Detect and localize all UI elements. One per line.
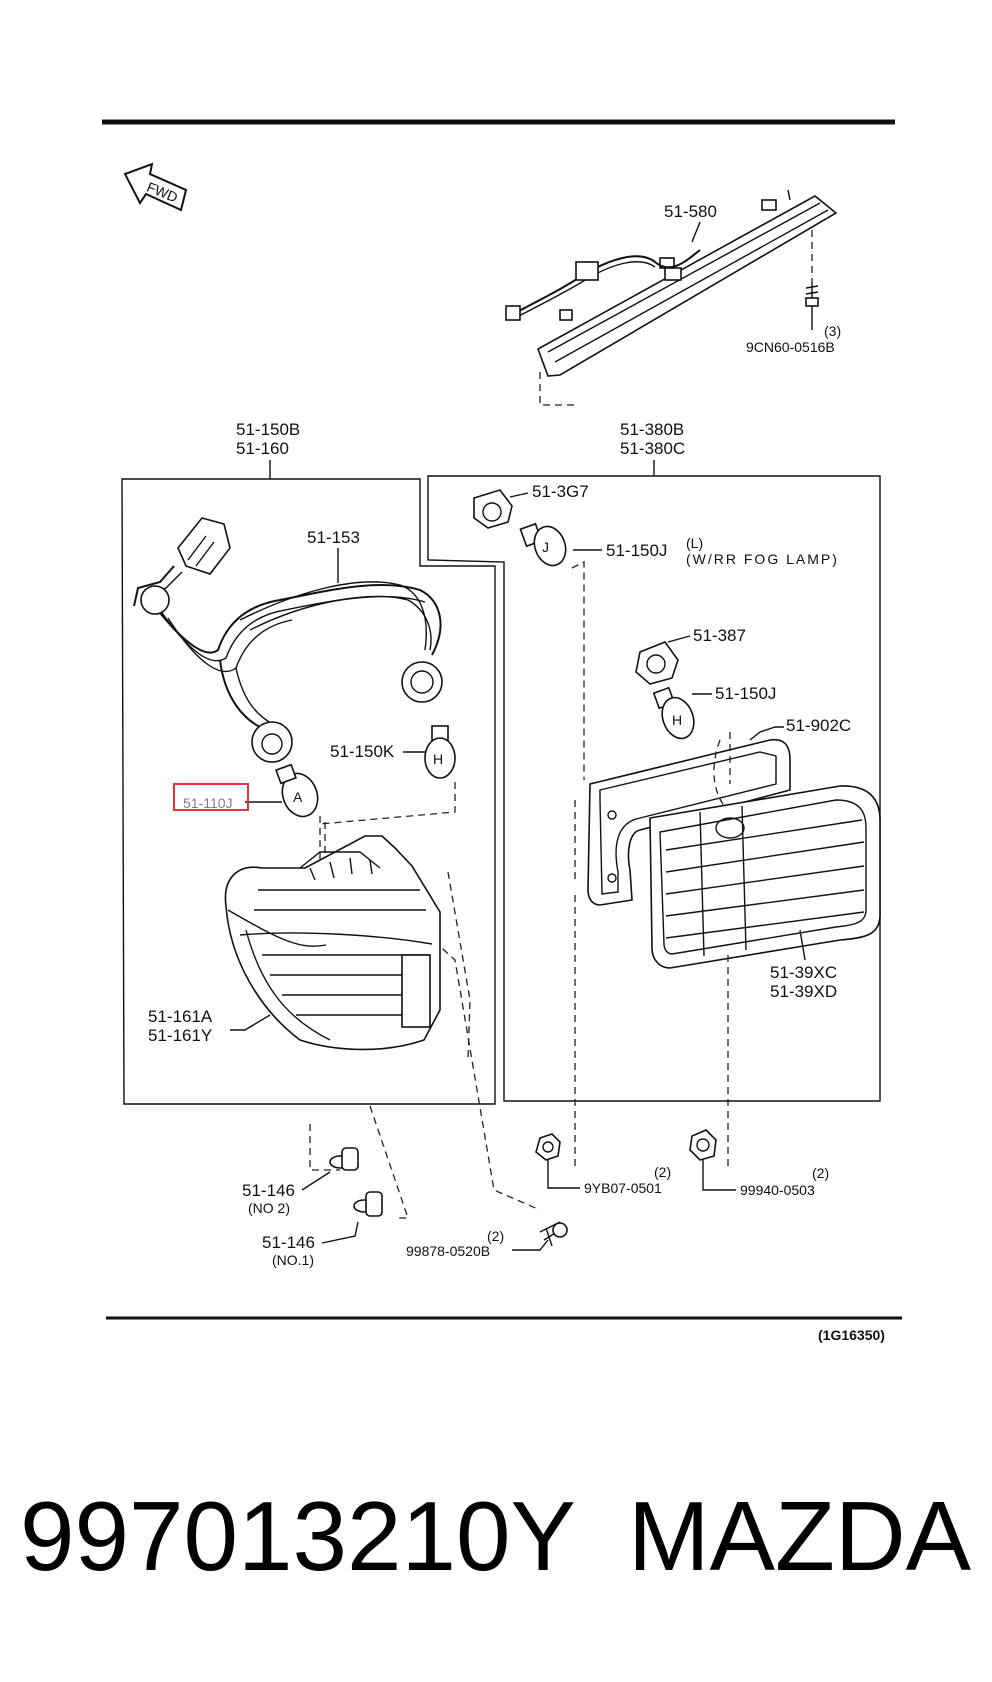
label-nut-left: 9YB07-0501 xyxy=(584,1180,662,1196)
bulb-fog-icon: J xyxy=(519,522,567,567)
grommet-no1-icon xyxy=(353,1191,383,1217)
harness-wires xyxy=(149,581,442,729)
label-screw-bottom-qty: (2) xyxy=(487,1228,504,1244)
label-grommet-2-note: (NO 2) xyxy=(248,1200,290,1216)
label-socket-g7: 51-3G7 xyxy=(532,482,589,501)
label-lens-y: 51-161Y xyxy=(148,1026,212,1045)
label-socket-387: 51-387 xyxy=(693,626,746,645)
socket-left-side xyxy=(140,585,170,615)
caption-brand: MAZDA xyxy=(628,1481,972,1591)
label-bulb-j-left: 51-110J xyxy=(183,795,233,811)
label-inner-lens-1: 51-39XC xyxy=(770,963,837,982)
socket-left-lower xyxy=(251,721,293,763)
label-nut-left-qty: (2) xyxy=(654,1164,671,1180)
label-hmsl-screw: 9CN60-0516B xyxy=(746,339,835,355)
left-assembly-box xyxy=(121,478,496,1105)
label-grommet-2: 51-146 xyxy=(242,1181,295,1200)
label-bulb-j-right: 51-150J xyxy=(715,684,776,703)
grommet-no2-icon xyxy=(329,1147,359,1171)
inner-lens xyxy=(649,785,881,969)
hmsl-lamp xyxy=(537,189,838,377)
socket-387-icon xyxy=(635,641,679,685)
label-nut-right: 99940-0503 xyxy=(740,1182,815,1198)
label-bulb-fog: 51-150J xyxy=(606,541,667,560)
label-hmsl-screw-qty: (3) xyxy=(824,323,841,339)
svg-text:H: H xyxy=(672,712,682,728)
fwd-arrow-icon: FWD xyxy=(123,162,188,212)
label-hmsl: 51-580 xyxy=(664,202,717,221)
label-left-assy-2: 51-160 xyxy=(236,439,289,458)
socket-left-upper xyxy=(401,661,443,703)
label-grommet-1: 51-146 xyxy=(262,1233,315,1252)
highlight-box xyxy=(173,783,249,811)
label-nut-right-qty: (2) xyxy=(812,1165,829,1181)
left-tail-lens xyxy=(224,835,441,1051)
hmsl-leader xyxy=(691,221,701,243)
label-left-assy-1: 51-150B xyxy=(236,420,300,439)
nut-left-icon xyxy=(535,1133,561,1161)
ref-code: (1G16350) xyxy=(818,1327,885,1343)
hmsl-screw-icon xyxy=(805,282,819,330)
label-inner-lens-2: 51-39XD xyxy=(770,982,837,1001)
label-harness: 51-153 xyxy=(307,528,360,547)
right-assembly-box xyxy=(427,475,881,1102)
harness-connector xyxy=(133,517,231,607)
nut-right-icon xyxy=(689,1129,717,1161)
label-right-assy-2: 51-380C xyxy=(620,439,685,458)
socket-3g7-icon xyxy=(473,489,513,529)
bulb-150j-right-icon: H xyxy=(652,686,695,740)
label-screw-bottom: 99878-0520B xyxy=(406,1243,490,1259)
label-gasket: 51-902C xyxy=(786,716,851,735)
bottom-screw-icon xyxy=(539,1221,568,1247)
label-lens-a: 51-161A xyxy=(148,1007,213,1026)
svg-text:J: J xyxy=(542,539,549,555)
bulb-110j-icon: A xyxy=(275,763,319,818)
svg-text:A: A xyxy=(293,789,303,805)
label-fog-note-1: (L) xyxy=(686,535,703,551)
svg-text:H: H xyxy=(433,751,443,767)
hmsl-wire xyxy=(505,249,701,321)
label-right-assy-1: 51-380B xyxy=(620,420,684,439)
gasket xyxy=(587,738,791,906)
caption-part-number: 997013210Y xyxy=(20,1481,576,1591)
label-grommet-1-note: (NO.1) xyxy=(272,1252,314,1268)
hmsl-dash xyxy=(539,372,578,406)
bulb-150k-icon: H xyxy=(424,725,456,779)
label-bulb-k: 51-150K xyxy=(330,742,395,761)
label-fog-note-2: (W/RR FOG LAMP) xyxy=(686,551,839,567)
